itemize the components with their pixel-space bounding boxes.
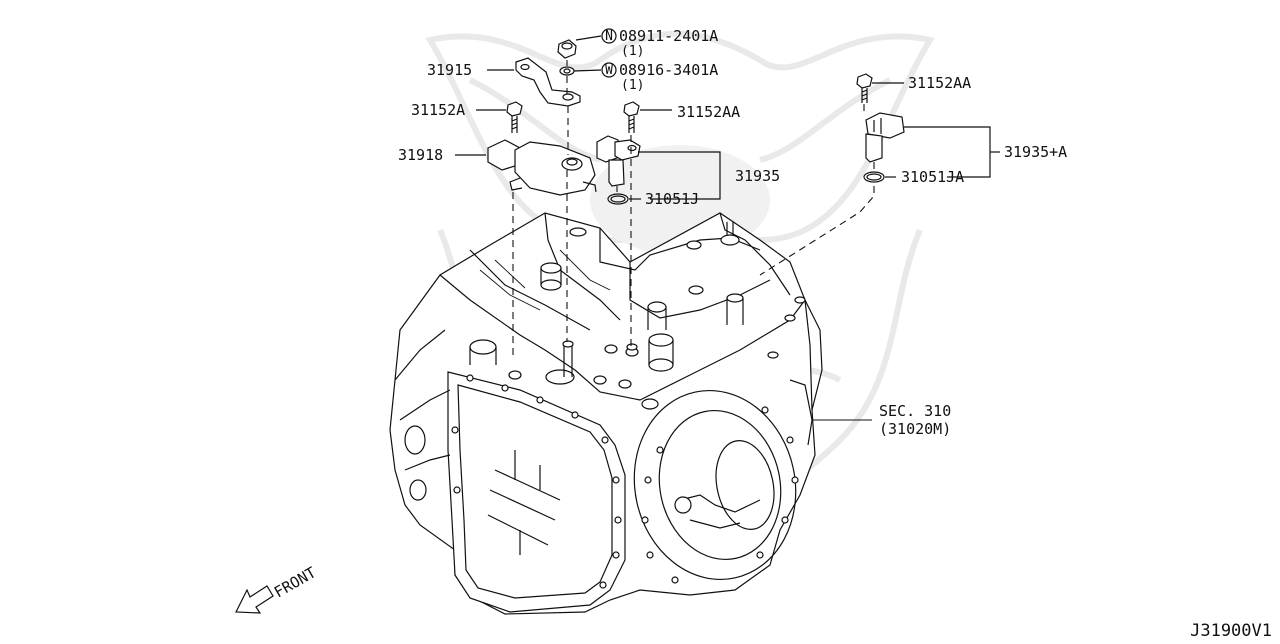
transmission-assembly [389,212,823,615]
washer-number-label: 08916-3401A [619,61,718,79]
bolt-left-label: 31152A [411,101,465,119]
washer-prefix-label: W [605,63,613,78]
front-direction-indicator: FRONT [235,563,319,614]
sensor-mid-label: 31935 [735,167,780,185]
oil-pan-bolts [451,374,622,589]
section-part-label: (31020M) [879,420,951,438]
bracket-part [487,57,581,107]
front-label: FRONT [271,563,319,601]
washer-qty-label: (1) [621,78,644,93]
nut-qty-label: (1) [621,44,644,59]
oring-right-label: 31051JA [901,168,964,186]
oring-mid-label: 31051J [645,190,699,208]
bolt-mid-label: 31152AA [677,103,740,121]
diagram-code: J31900V1 [1190,621,1272,639]
sensor-right-label: 31935+A [1004,143,1067,161]
nut-prefix-label: N [605,29,613,44]
switch-part [455,139,597,196]
sensor-mid-part [596,135,721,200]
sensor-right-part [865,112,1000,178]
oring-right-part [863,171,896,183]
bolt-right-part [856,73,904,103]
bolt-mid-part [623,101,672,133]
nut-part [557,35,602,59]
part-labels: N 08911-2401A (1) W 08916-3401A (1) 3191… [398,27,1067,438]
switch-label: 31918 [398,146,443,164]
washer-part [559,66,602,76]
bolt-left-part [476,101,523,133]
section-ref-label: SEC. 310 [879,402,951,420]
bolt-right-label: 31152AA [908,74,971,92]
bracket-label: 31915 [427,61,472,79]
nut-number-label: 08911-2401A [619,27,718,45]
assembly-guides [512,60,875,421]
